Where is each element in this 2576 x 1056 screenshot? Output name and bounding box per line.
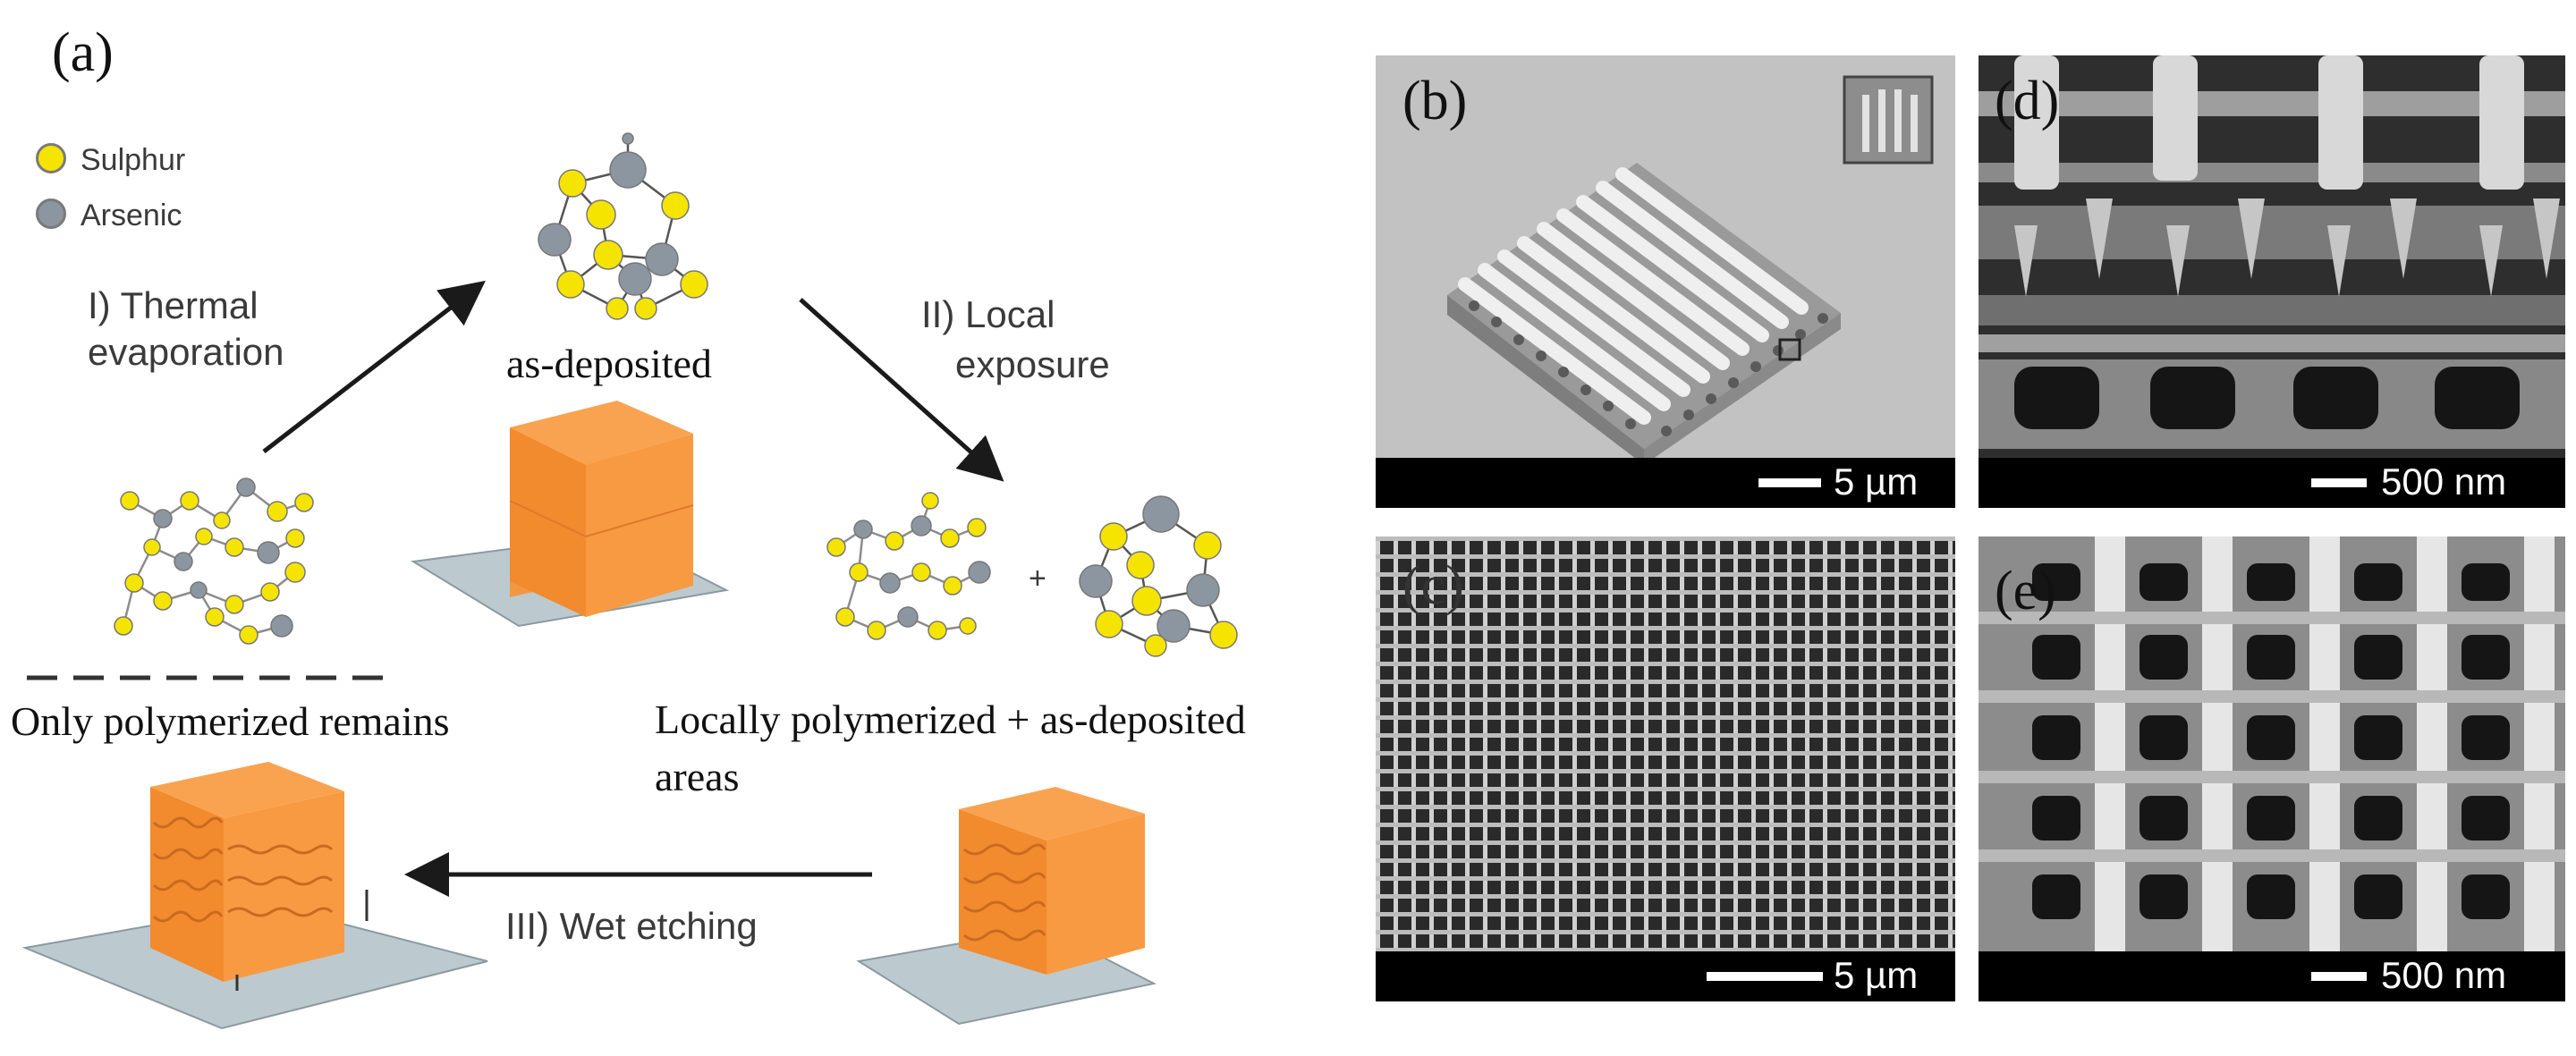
as-deposited-cage-molecule [538,132,708,320]
sem-d-image [1979,55,2565,508]
panel-label-d: (d) [1995,71,2060,131]
step1-label-line1: I) Thermal [88,284,258,326]
legend-sulphur-label: Sulphur [80,143,186,177]
arsenic-legend-dot [36,199,66,229]
scale-bar-d: 500 nm [1979,458,2565,508]
step2-label-line2: exposure [955,343,1110,385]
sulphur-legend-dot [36,143,66,173]
sem-panel-b: (b) 5 µm [1376,55,1955,508]
exposed-polymer-atoms [826,492,991,640]
sem-panel-e: (e) 500 nm [1979,536,2565,1001]
scale-text-d: 500 nm [2381,460,2507,503]
caption-locally-polymerized-line1: Locally polymerized + as-deposited [655,697,1246,742]
schematic-graphics [21,132,1238,1030]
scale-text-b: 5 µm [1834,460,1919,503]
panel-label-c: (c) [1402,555,1464,616]
caption-locally-polymerized-line2: areas [655,754,740,799]
step3-label: III) Wet etching [505,905,758,947]
caption-only-polymerized: Only polymerized remains [11,698,450,744]
scale-line-d [2311,478,2367,487]
sem-panel-c: (c) 5 µm [1376,536,1955,1001]
plus-sign: + [1029,562,1046,596]
step2-label-line1: II) Local [921,293,1055,335]
scale-bar-e: 500 nm [1979,951,2565,1001]
legend-arsenic-label: Arsenic [80,199,182,232]
scale-line-e [2311,972,2367,981]
panel-label-b: (b) [1402,71,1468,131]
scale-line-c [1707,972,1823,981]
step1-label-line2: evaporation [88,331,284,373]
scale-line-b [1758,478,1821,487]
as-deposited-film-block [411,401,730,628]
sem-panel-d: (d) 500 nm [1979,55,2565,508]
woodpile-block [21,762,488,1030]
scale-bar-c: 5 µm [1376,951,1955,1001]
arrow-thermal-evaporation [262,280,486,453]
exposed-cage-molecule [1079,495,1238,657]
panel-label-e: (e) [1995,561,2056,621]
arrow-local-exposure [799,298,1004,482]
scale-text-c: 5 µm [1834,954,1919,996]
caption-as-deposited: as-deposited [506,341,712,386]
locally-polymerized-block [856,787,1157,1026]
panel-label-a: (a) [52,22,114,83]
sem-e-image [1979,536,2565,951]
sem-b-image [1376,55,1955,508]
scale-text-e: 500 nm [2381,954,2507,996]
polymer-chain-atoms [114,477,314,645]
scale-bar-b: 5 µm [1376,458,1955,508]
sem-c-image [1376,536,1955,951]
